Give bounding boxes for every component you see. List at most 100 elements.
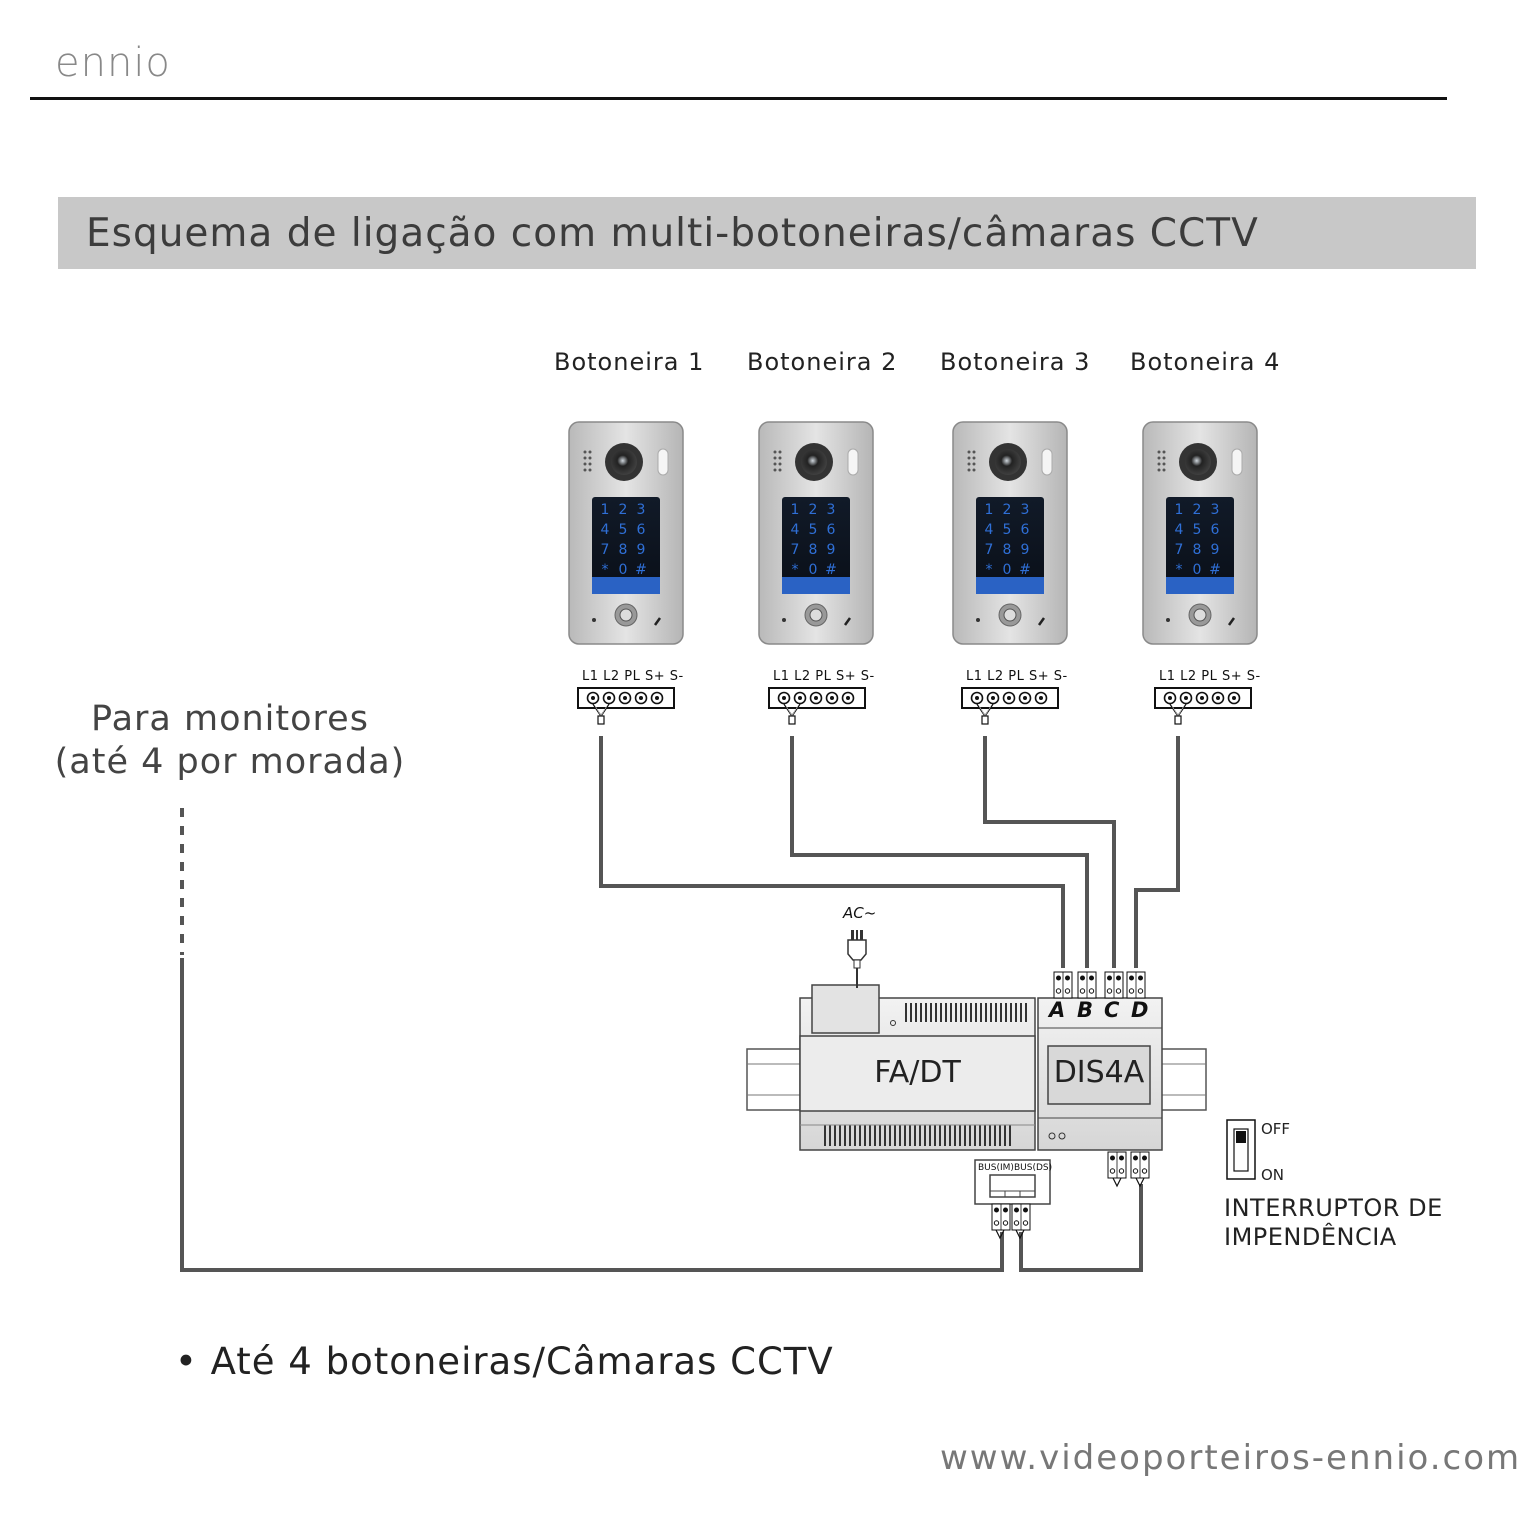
keypad-key: 2 (809, 502, 818, 518)
input-label-b: B (1077, 998, 1094, 1022)
input-label-a: A (1049, 998, 1066, 1022)
keypad-key: 5 (619, 522, 628, 538)
keypad-key: 6 (827, 522, 836, 538)
keypad-key: 2 (1193, 502, 1202, 518)
brand-logo: ennio (55, 40, 171, 86)
keypad-key: 8 (1193, 542, 1202, 558)
keypad-key: 7 (985, 542, 994, 558)
wire-panel-2 (790, 736, 1089, 968)
impedance-switch-icon (1226, 1119, 1256, 1180)
input-terminal-d (1126, 971, 1146, 999)
keypad-key: 4 (791, 522, 800, 538)
monitors-label-line1: Para monitores (91, 699, 369, 739)
switch-caption-line2: IMPENDÊNCIA (1224, 1223, 1397, 1251)
keypad-key: 9 (1021, 542, 1030, 558)
terminal-labels-4: L1 L2 PL S+ S- (1159, 669, 1261, 684)
keypad-key: 6 (1211, 522, 1220, 538)
distributor-label: DIS4A (1053, 1055, 1145, 1090)
terminal-labels-2: L1 L2 PL S+ S- (773, 669, 875, 684)
keypad-key: 2 (619, 502, 628, 518)
panel-label-3: Botoneira 3 (940, 348, 1091, 376)
input-terminal-a (1053, 971, 1073, 999)
keypad-key: 5 (1003, 522, 1012, 538)
output-terminal-1 (1107, 1151, 1127, 1179)
terminal-labels-1: L1 L2 PL S+ S- (582, 669, 684, 684)
keypad-key: * (792, 562, 799, 578)
keypad-key: * (1176, 562, 1183, 578)
terminal-strip-2 (768, 687, 866, 725)
monitors-label-line2: (até 4 por morada) (54, 742, 406, 782)
keypad-key: 4 (985, 522, 994, 538)
power-supply-label: FA/DT (874, 1055, 961, 1090)
din-rail-right (1159, 1048, 1207, 1111)
dis4a-module (1037, 997, 1163, 1151)
keypad-key: 3 (1021, 502, 1030, 518)
keypad-key: 8 (619, 542, 628, 558)
header-divider (30, 97, 1447, 100)
keypad-key: # (1209, 562, 1221, 578)
keypad-key: 2 (1003, 502, 1012, 518)
page-title: Esquema de ligação com multi-botoneiras/… (86, 211, 1259, 256)
input-label-d: D (1131, 998, 1149, 1022)
keypad-key: 0 (619, 562, 628, 578)
keypad-key: 6 (1021, 522, 1030, 538)
terminal-labels-3: L1 L2 PL S+ S- (966, 669, 1068, 684)
input-terminal-b (1077, 971, 1097, 999)
switch-on-label: ON (1261, 1166, 1285, 1184)
bus-ds-terminal (1011, 1203, 1031, 1231)
ac-plug-icon (847, 930, 867, 988)
wire-panel-4 (1134, 736, 1180, 968)
keypad-key: 3 (637, 502, 646, 518)
bus-im-terminal (991, 1203, 1011, 1231)
keypad-key: 0 (809, 562, 818, 578)
keypad-key: 5 (1193, 522, 1202, 538)
keypad-key: 3 (827, 502, 836, 518)
keypad-key: 7 (791, 542, 800, 558)
keypad-key: 1 (601, 502, 610, 518)
panel-label-1: Botoneira 1 (554, 348, 705, 376)
keypad-key: 9 (827, 542, 836, 558)
website-link[interactable]: www.videoporteiros-ennio.com (940, 1438, 1522, 1478)
switch-caption-line1: INTERRUPTOR DE (1224, 1194, 1443, 1222)
keypad-key: * (986, 562, 993, 578)
keypad-key: 8 (1003, 542, 1012, 558)
panel-label-2: Botoneira 2 (747, 348, 898, 376)
panel-label-4: Botoneira 4 (1130, 348, 1281, 376)
ac-label: AC~ (843, 904, 877, 922)
keypad-key: * (602, 562, 609, 578)
input-terminal-c (1104, 971, 1124, 999)
bus-im-label: BUS(IM) (978, 1163, 1014, 1173)
keypad-key: 7 (1175, 542, 1184, 558)
keypad-key: 3 (1211, 502, 1220, 518)
keypad-key: 5 (809, 522, 818, 538)
keypad-key: # (825, 562, 837, 578)
keypad-key: 6 (637, 522, 646, 538)
keypad-key: 0 (1193, 562, 1202, 578)
wire-bus-dis4a (1019, 1184, 1143, 1272)
panel-wires (599, 736, 1180, 968)
keypad-key: 1 (1175, 502, 1184, 518)
terminal-strip-1 (577, 687, 675, 725)
switch-caption: INTERRUPTOR DE IMPENDÊNCIA (1224, 1194, 1443, 1252)
power-supply-module (799, 984, 1036, 1151)
keypad-key: 4 (1175, 522, 1184, 538)
keypad-key: # (1019, 562, 1031, 578)
keypad-key: 1 (985, 502, 994, 518)
terminal-strip-4 (1154, 687, 1252, 725)
terminal-strip-3 (961, 687, 1059, 725)
output-terminal-2 (1130, 1151, 1150, 1179)
keypad-key: 1 (791, 502, 800, 518)
keypad-key: 9 (1211, 542, 1220, 558)
feature-bullet-text: Até 4 botoneiras/Câmaras CCTV (210, 1340, 834, 1383)
din-rail-left (746, 1048, 804, 1111)
wire-panel-3 (983, 736, 1116, 968)
keypad-key: # (635, 562, 647, 578)
keypad-key: 4 (601, 522, 610, 538)
feature-bullet: • Até 4 botoneiras/Câmaras CCTV (175, 1340, 834, 1383)
monitors-label: Para monitores (até 4 por morada) (20, 698, 440, 784)
keypad-key: 0 (1003, 562, 1012, 578)
keypad-key: 8 (809, 542, 818, 558)
keypad-key: 9 (637, 542, 646, 558)
